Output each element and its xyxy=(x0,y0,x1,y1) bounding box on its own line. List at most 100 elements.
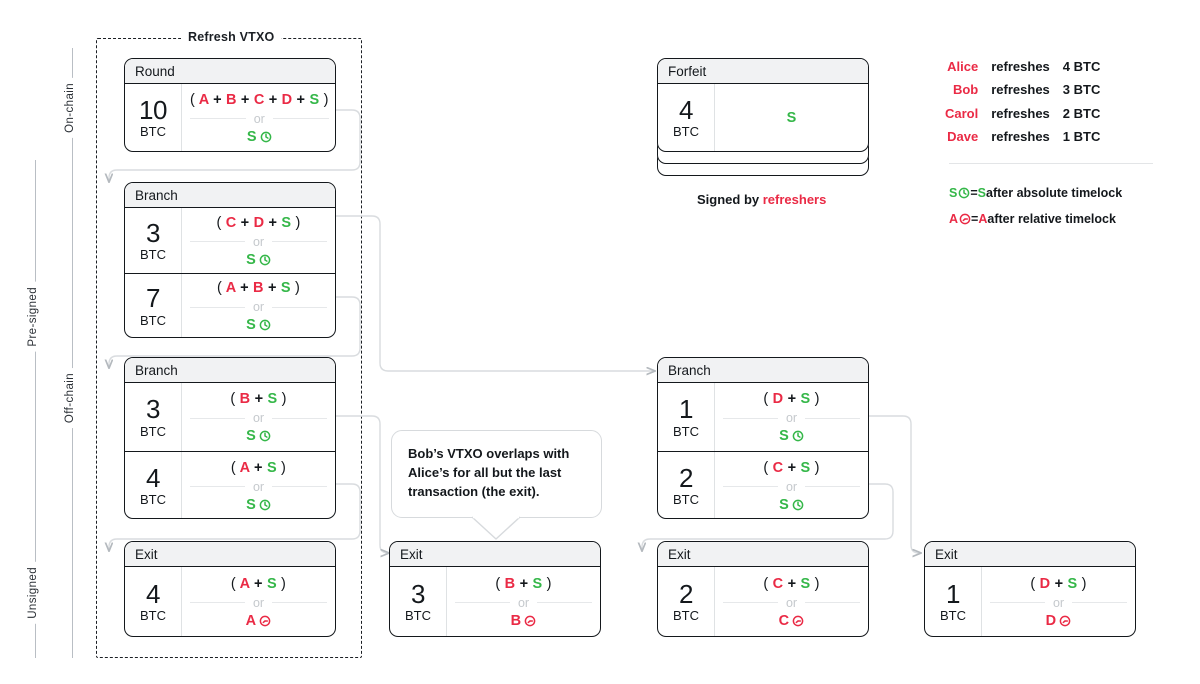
amount-value: 1 xyxy=(946,578,960,609)
amount-value: 2 xyxy=(679,462,693,493)
amount-value: 4 xyxy=(146,462,160,493)
or-label: or xyxy=(252,300,265,314)
or-label: or xyxy=(1052,595,1065,610)
amount-unit: BTC xyxy=(940,608,966,624)
legend-note-rest: after absolute timelock xyxy=(986,186,1123,200)
condition-cell: ( A + B + C + D + S ) or S xyxy=(181,84,335,151)
card-branch-2[interactable]: Branch 3 BTC ( B + S ) or S 4 BTC ( A + … xyxy=(124,357,336,519)
table-row[interactable]: 1 BTC ( D + S ) or D xyxy=(925,567,1135,636)
amount-cell: 1 BTC xyxy=(925,567,981,636)
table-row[interactable]: 1 BTC ( D + S ) or S xyxy=(658,383,868,451)
table-row[interactable]: 4 BTC ( A + S ) or S xyxy=(125,451,335,518)
table-row[interactable]: 2 BTC ( C + S ) or C xyxy=(658,567,868,636)
amount-unit: BTC xyxy=(405,608,431,624)
clock-icon xyxy=(259,319,271,331)
or-label: or xyxy=(517,595,530,610)
amount-unit: BTC xyxy=(140,312,166,328)
card-exit-dave[interactable]: Exit 1 BTC ( D + S ) or D xyxy=(924,541,1136,637)
condition-cell: ( B + S ) or S xyxy=(181,383,335,451)
table-row[interactable]: 10 BTC ( A + B + C + D + S ) or S xyxy=(125,84,335,151)
condition-timelock: S xyxy=(246,497,271,513)
table-row[interactable]: 3 BTC ( B + S ) or S xyxy=(125,383,335,451)
condition-timelock: A xyxy=(246,613,272,629)
card-round[interactable]: Round 10 BTC ( A + B + C + D + S ) or S xyxy=(124,58,336,152)
card-forfeit[interactable]: Forfeit 4 BTC S xyxy=(657,58,869,152)
card-exit-carol[interactable]: Exit 2 BTC ( C + S ) or C xyxy=(657,541,869,637)
condition-timelock: D xyxy=(1046,613,1072,629)
clock-icon xyxy=(792,615,804,627)
legend-row: Carol refreshes 2 BTC xyxy=(945,105,1100,130)
amount-value: 3 xyxy=(146,394,160,425)
amount-value: 4 xyxy=(679,94,693,125)
table-row[interactable]: 7 BTC ( A + B + S ) or S xyxy=(125,273,335,337)
condition-cell: ( D + S ) or D xyxy=(981,567,1135,636)
callout-tail xyxy=(471,516,521,540)
card-branch-3-title: Branch xyxy=(658,358,868,383)
condition-timelock: B xyxy=(511,613,537,629)
amount-unit: BTC xyxy=(673,124,699,140)
card-exit-carol-title: Exit xyxy=(658,542,868,567)
clock-icon xyxy=(1059,615,1071,627)
amount-unit: BTC xyxy=(673,492,699,508)
amount-cell: 1 BTC xyxy=(658,383,714,451)
card-branch-3[interactable]: Branch 1 BTC ( D + S ) or S 2 BTC ( C + … xyxy=(657,357,869,519)
amount-value: 1 xyxy=(679,394,693,425)
or-divider: or xyxy=(190,411,327,425)
amount-cell: 3 BTC xyxy=(125,208,181,273)
condition-multisig: ( C + S ) xyxy=(763,459,820,476)
amount-value: 7 xyxy=(146,283,160,314)
amount-unit: BTC xyxy=(140,608,166,624)
table-row[interactable]: 2 BTC ( C + S ) or S xyxy=(658,451,868,518)
condition-timelock: C xyxy=(779,613,805,629)
condition-cell: S xyxy=(714,84,868,151)
condition-multisig: ( C + S ) xyxy=(763,575,820,592)
axis-label-presigned: Pre-signed xyxy=(27,282,39,352)
condition-timelock: S xyxy=(246,428,271,444)
table-row[interactable]: 3 BTC ( B + S ) or B xyxy=(390,567,600,636)
card-exit-dave-title: Exit xyxy=(925,542,1135,567)
legend-note-key: A xyxy=(978,212,988,226)
legend-divider xyxy=(949,163,1153,164)
table-row[interactable]: 4 BTC ( A + S ) or A xyxy=(125,567,335,636)
condition-cell: ( A + S ) or A xyxy=(181,567,335,636)
card-exit-bob[interactable]: Exit 3 BTC ( B + S ) or B xyxy=(389,541,601,637)
clock-icon xyxy=(259,499,271,511)
amount-unit: BTC xyxy=(673,423,699,439)
legend-name: Alice xyxy=(947,59,979,74)
amount-value: 10 xyxy=(139,94,167,125)
clock-icon xyxy=(259,254,271,266)
table-row[interactable]: 3 BTC ( C + D + S ) or S xyxy=(125,208,335,273)
or-label: or xyxy=(252,479,265,494)
condition-multisig: ( D + S ) xyxy=(763,391,820,407)
amount-cell: 4 BTC xyxy=(125,452,181,518)
condition-timelock: S xyxy=(246,252,271,268)
amount-cell: 3 BTC xyxy=(125,383,181,451)
refresh-vtxo-group-title: Refresh VTXO xyxy=(181,30,282,44)
condition-cell: ( A + B + S ) or S xyxy=(181,274,335,337)
condition-cell: ( C + S ) or S xyxy=(714,452,868,518)
amount-cell: 7 BTC xyxy=(125,274,181,337)
condition-timelock: S xyxy=(779,497,804,513)
clock-icon xyxy=(959,213,971,225)
clock-icon xyxy=(792,499,804,511)
clock-icon xyxy=(792,430,804,442)
clock-icon xyxy=(260,131,272,143)
legend-note-key: S xyxy=(977,186,986,200)
clock-icon xyxy=(958,187,970,199)
forfeit-caption-highlight: refreshers xyxy=(762,192,827,207)
card-branch-1[interactable]: Branch 3 BTC ( C + D + S ) or S 7 BTC ( … xyxy=(124,182,336,338)
condition-multisig: ( B + S ) xyxy=(495,575,552,592)
legend-note-eq: = xyxy=(970,186,978,200)
condition-cell: ( C + S ) or C xyxy=(714,567,868,636)
card-forfeit-title: Forfeit xyxy=(658,59,868,84)
legend-verb: refreshes xyxy=(991,105,1050,121)
condition-multisig: ( B + S ) xyxy=(230,391,287,407)
or-label: or xyxy=(252,595,265,610)
or-divider: or xyxy=(190,480,327,494)
legend: Alice refreshes 4 BTC Bob refreshes 3 BT… xyxy=(945,59,1101,153)
legend-amount: 1 BTC xyxy=(1062,128,1101,144)
condition-timelock: S xyxy=(247,129,272,145)
card-exit-alice[interactable]: Exit 4 BTC ( A + S ) or A xyxy=(124,541,336,637)
legend-row: Dave refreshes 1 BTC xyxy=(945,128,1101,153)
